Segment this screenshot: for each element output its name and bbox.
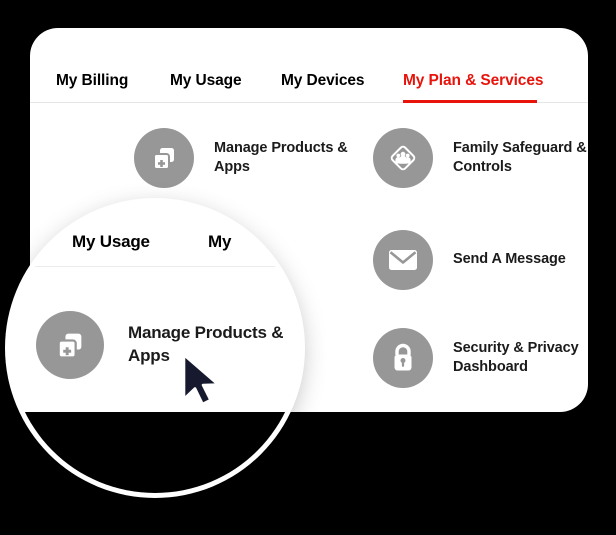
magnifier-lens: My Usage My Manage Products & Apps bbox=[10, 203, 300, 493]
magnified-tab-my-devices[interactable]: My bbox=[208, 232, 232, 251]
service-label: Security & Privacy Dashboard bbox=[453, 339, 579, 375]
magnified-service-manage-products-and-apps[interactable]: Manage Products & Apps bbox=[36, 311, 300, 379]
service-label: Send A Message bbox=[453, 251, 566, 268]
service-label: Manage Products & Apps bbox=[214, 139, 348, 175]
service-send-a-message[interactable]: Send A Message bbox=[373, 230, 588, 290]
account-tab-bar: My Billing My Usage My Devices My Plan &… bbox=[30, 28, 588, 108]
tab-my-devices[interactable]: My Devices bbox=[281, 72, 365, 89]
tab-my-billing[interactable]: My Billing bbox=[56, 72, 129, 89]
service-security-and-privacy-dashboard[interactable]: Security & Privacy Dashboard bbox=[373, 328, 588, 388]
active-tab-indicator bbox=[403, 100, 537, 103]
tab-bar-divider bbox=[30, 101, 588, 103]
copy-plus-icon bbox=[134, 128, 194, 188]
magnified-card-bottom-edge bbox=[10, 412, 300, 493]
magnified-tab-divider bbox=[10, 266, 300, 267]
copy-plus-icon bbox=[36, 311, 104, 379]
envelope-icon bbox=[373, 230, 433, 290]
tab-my-usage[interactable]: My Usage bbox=[170, 72, 242, 89]
magnifier-content: My Usage My Manage Products & Apps bbox=[10, 203, 300, 493]
magnified-tab-my-usage[interactable]: My Usage bbox=[72, 232, 150, 251]
service-label: Family Safeguard & Controls bbox=[453, 139, 587, 175]
service-family-safeguard-and-controls[interactable]: Family Safeguard & Controls bbox=[373, 128, 588, 188]
service-manage-products-and-apps[interactable]: Manage Products & Apps bbox=[134, 128, 362, 188]
magnified-service-label: Manage Products & Apps bbox=[128, 323, 284, 365]
tab-my-plan-and-services[interactable]: My Plan & Services bbox=[403, 72, 544, 89]
padlock-icon bbox=[373, 328, 433, 388]
family-shield-icon bbox=[373, 128, 433, 188]
